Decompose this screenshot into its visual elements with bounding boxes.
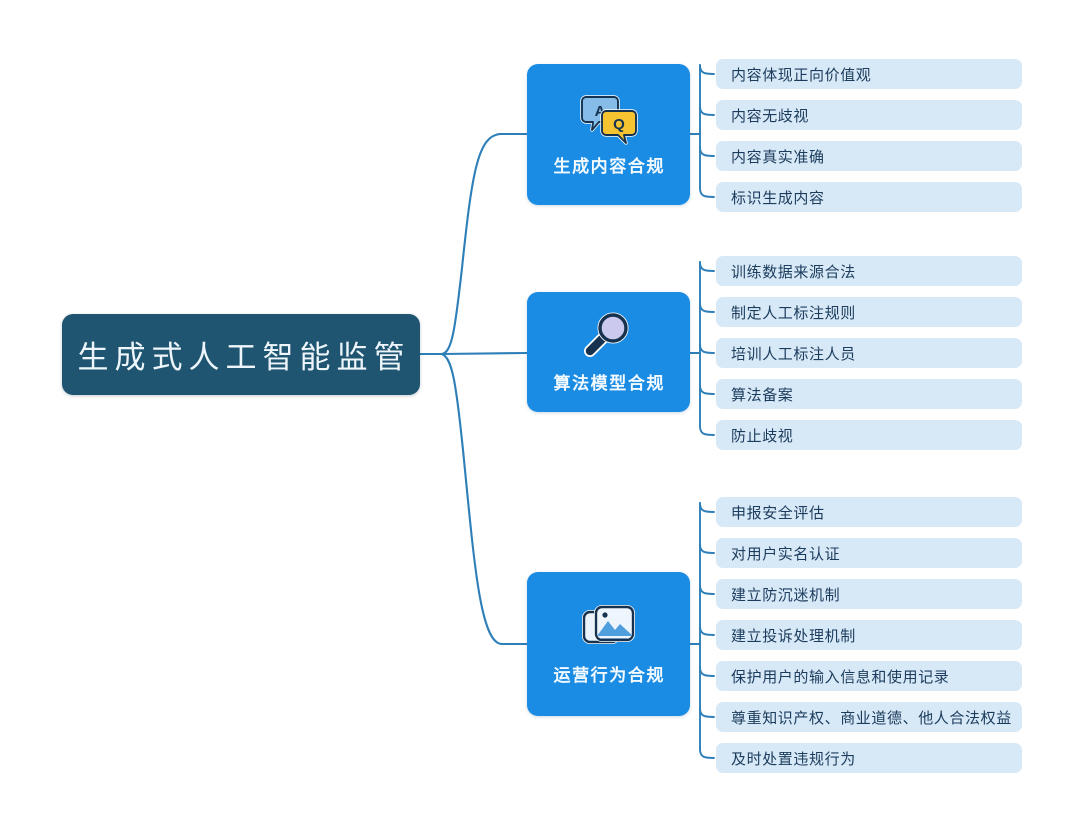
- leaf-elbow: [699, 187, 715, 198]
- root-to-branch-2: [440, 352, 529, 646]
- leaf-elbow: [699, 625, 715, 636]
- leaf-pill[interactable]: 制定人工标注规则: [716, 297, 1022, 327]
- leaf-elbow: [699, 502, 715, 513]
- leaf-label: 内容真实准确: [731, 149, 825, 166]
- leaf-label: 保护用户的输入信息和使用记录: [731, 669, 950, 686]
- root-to-branch-0: [440, 132, 529, 356]
- qa-speech-bubbles-icon: A Q: [579, 93, 638, 150]
- leaf-pill[interactable]: 建立防沉迷机制: [716, 579, 1022, 609]
- leaf-pill[interactable]: 防止歧视: [716, 420, 1022, 450]
- leaf-elbow: [699, 105, 715, 116]
- root-to-branch-1: [440, 351, 529, 356]
- root-node[interactable]: 生成式人工智能监管: [62, 314, 420, 395]
- leaf-elbow: [699, 425, 715, 436]
- leaf-label: 建立投诉处理机制: [731, 628, 856, 645]
- svg-text:Q: Q: [613, 116, 625, 133]
- leaf-label: 算法备案: [731, 387, 794, 404]
- leaf-pill[interactable]: 申报安全评估: [716, 497, 1022, 527]
- leaf-label: 对用户实名认证: [731, 546, 841, 563]
- leaf-elbow: [699, 146, 715, 157]
- leaf-pill[interactable]: 内容无歧视: [716, 100, 1022, 130]
- leaf-elbow: [699, 584, 715, 595]
- leaf-elbow: [699, 343, 715, 354]
- leaf-elbow: [699, 384, 715, 395]
- branch-label: 算法模型合规: [553, 374, 666, 393]
- leaf-label: 训练数据来源合法: [731, 264, 856, 281]
- leaf-pill[interactable]: 及时处置违规行为: [716, 743, 1022, 773]
- branch-label: 生成内容合规: [553, 156, 666, 176]
- leaf-connectors: [689, 64, 715, 759]
- leaf-label: 内容无歧视: [731, 108, 810, 125]
- leaf-pill[interactable]: 标识生成内容: [716, 182, 1022, 212]
- branch-node-algorithm-model[interactable]: 算法模型合规: [527, 292, 690, 412]
- leaf-label: 内容体现正向价值观: [731, 67, 872, 84]
- leaf-pill[interactable]: 培训人工标注人员: [716, 338, 1022, 368]
- leaf-elbow: [699, 543, 715, 554]
- leaf-pill[interactable]: 建立投诉处理机制: [716, 620, 1022, 650]
- leaf-label: 尊重知识产权、商业道德、他人合法权益: [731, 710, 1012, 727]
- leaf-elbow: [699, 261, 715, 272]
- leaf-elbow: [699, 707, 715, 718]
- branch-node-operation-behavior[interactable]: 运营行为合规: [527, 572, 690, 716]
- leaf-pill[interactable]: 训练数据来源合法: [716, 256, 1022, 286]
- leaf-elbow: [699, 748, 715, 759]
- magnifier-icon: [583, 310, 635, 367]
- leaf-label: 申报安全评估: [731, 505, 825, 522]
- leaf-label: 及时处置违规行为: [731, 751, 856, 768]
- leaf-label: 建立防沉迷机制: [731, 587, 841, 604]
- photo-stack-icon: [581, 602, 637, 659]
- leaf-elbow: [699, 666, 715, 677]
- leaf-pill[interactable]: 对用户实名认证: [716, 538, 1022, 568]
- leaf-pill[interactable]: 内容真实准确: [716, 141, 1022, 171]
- leaf-pill[interactable]: 算法备案: [716, 379, 1022, 409]
- leaf-label: 标识生成内容: [731, 190, 825, 207]
- leaf-pill[interactable]: 尊重知识产权、商业道德、他人合法权益: [716, 702, 1022, 732]
- root-label: 生成式人工智能监管: [77, 340, 411, 375]
- branch-node-generated-content[interactable]: A Q 生成内容合规: [527, 64, 690, 205]
- leaf-elbow: [699, 302, 715, 313]
- svg-text:A: A: [594, 103, 605, 120]
- leaf-label: 防止歧视: [731, 428, 794, 445]
- branch-label: 运营行为合规: [553, 666, 666, 685]
- leaf-label: 培训人工标注人员: [731, 346, 856, 363]
- leaf-pill[interactable]: 内容体现正向价值观: [716, 59, 1022, 89]
- leaf-elbow: [699, 64, 715, 75]
- leaf-label: 制定人工标注规则: [731, 305, 856, 322]
- leaf-pill[interactable]: 保护用户的输入信息和使用记录: [716, 661, 1022, 691]
